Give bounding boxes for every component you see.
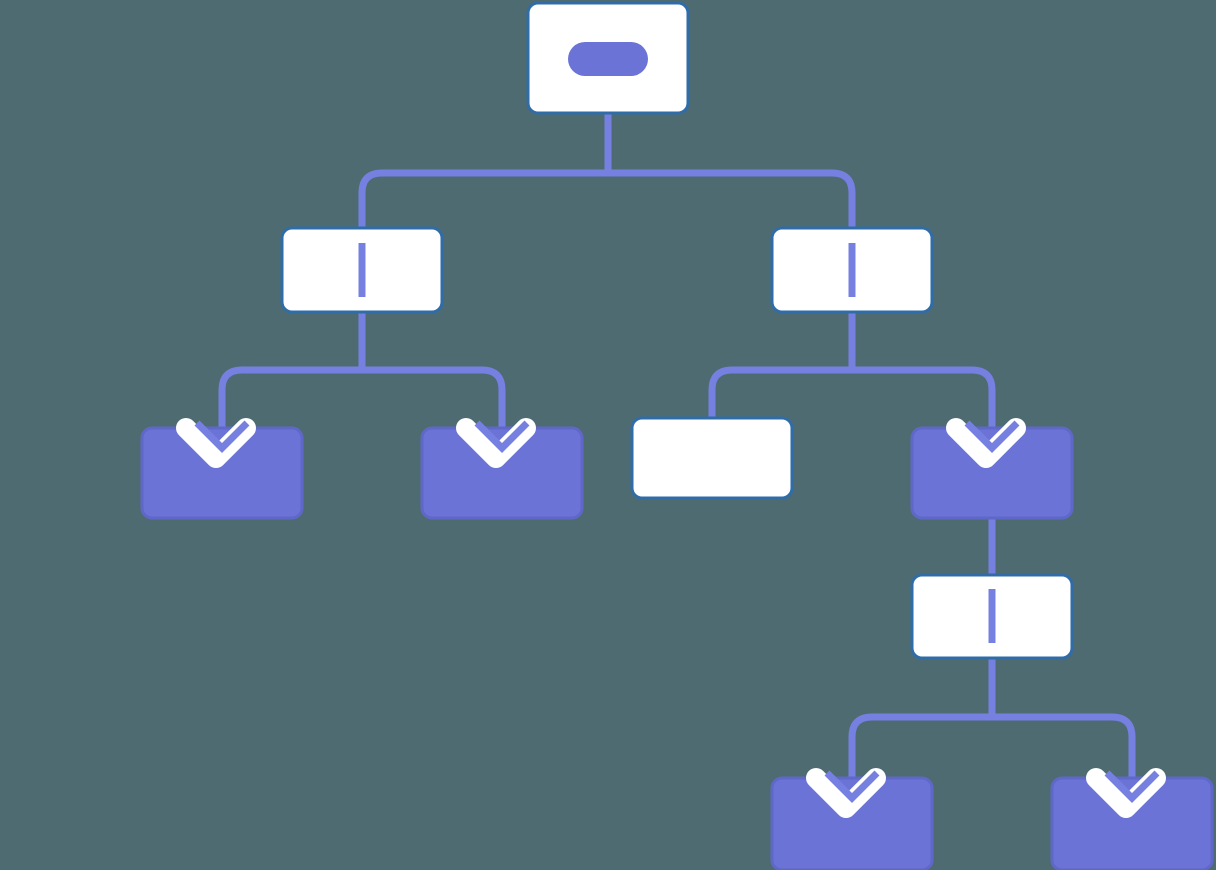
edge-level4-to-leaf-right: [992, 713, 1136, 786]
arrowhead-to-leaf-left-purple-head: [824, 770, 880, 803]
edge-level2-right-to-branch-node: [852, 366, 996, 436]
level3-white-node[interactable]: [630, 416, 794, 500]
arrowhead-to-leaf-b-purple-head: [474, 420, 530, 453]
edge-level4-to-leaf-left: [848, 713, 992, 786]
arrowhead-to-leaf-b: [456, 418, 536, 468]
edge-root-to-level2-left: [358, 169, 608, 228]
node-layer: [140, 1, 1214, 870]
edge-root-to-level2-right: [608, 169, 856, 228]
arrowhead-to-leaf-a-purple-head: [194, 420, 250, 453]
level2-right-node[interactable]: [770, 226, 934, 314]
level4-white-node[interactable]: [910, 573, 1074, 660]
edge-layer: [218, 60, 1136, 786]
level3-branch-node[interactable]: [910, 426, 1074, 520]
level3-leaf-a-body[interactable]: [140, 426, 304, 520]
level5-leaf-left-body[interactable]: [770, 776, 934, 870]
edge-level2-left-to-leaf-b: [362, 366, 506, 436]
arrowhead-to-leaf-left: [806, 768, 886, 818]
edge-level2-left-to-leaf-a: [218, 366, 362, 436]
level3-leaf-b[interactable]: [420, 426, 584, 520]
edge-level2-right-to-white-node: [708, 366, 852, 418]
arrowhead-to-branch-node-purple-head: [964, 420, 1020, 453]
arrowhead-to-leaf-a: [176, 418, 256, 468]
arrowhead-to-leaf-right-purple-head: [1104, 770, 1160, 803]
arrowhead-to-branch-node: [946, 418, 1026, 468]
level5-leaf-left[interactable]: [770, 776, 934, 870]
level2-left-node[interactable]: [280, 226, 444, 314]
level5-leaf-right[interactable]: [1050, 776, 1214, 870]
level3-branch-node-body[interactable]: [910, 426, 1074, 520]
level3-leaf-b-body[interactable]: [420, 426, 584, 520]
level3-leaf-a[interactable]: [140, 426, 304, 520]
level5-leaf-right-body[interactable]: [1050, 776, 1214, 870]
arrowhead-layer: [176, 418, 1166, 818]
root-node[interactable]: [526, 1, 690, 115]
root-node-badge: [568, 42, 648, 76]
level3-white-node-body[interactable]: [630, 416, 794, 500]
arrowhead-to-leaf-right: [1086, 768, 1166, 818]
